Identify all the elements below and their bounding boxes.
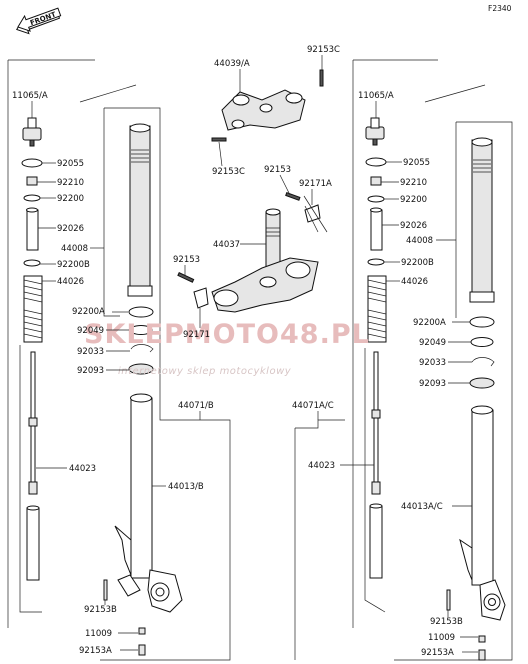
label-right-assy: 44071A/C xyxy=(292,401,334,411)
upper-triple-clamp xyxy=(211,69,324,142)
label-left-gasket: 11009 xyxy=(85,629,112,639)
front-badge: FRONT xyxy=(15,7,62,35)
label-right-washer: 92200 xyxy=(400,195,427,205)
label-left-circlip: 92033 xyxy=(77,347,104,357)
label-left-spacer: 92026 xyxy=(57,224,84,234)
label-left-bolt-b: 92153B xyxy=(84,605,117,615)
label-right-bolt-b: 92153B xyxy=(430,617,463,627)
label-left-spring: 44026 xyxy=(57,277,84,287)
right-fork-outline xyxy=(294,59,513,661)
label-right-spacer: 92026 xyxy=(400,221,427,231)
label-upper-bracket: 44039/A xyxy=(214,59,250,69)
center-labels: 44039/A 92153C 92153C 92153 92171A 44037… xyxy=(173,45,340,340)
left-fork-outline xyxy=(7,59,231,661)
label-left-washer-a: 92200A xyxy=(72,307,105,317)
left-seals xyxy=(128,306,154,375)
label-left-damper-rod: 44023 xyxy=(69,464,96,474)
label-right-circlip: 92033 xyxy=(419,358,446,368)
right-labels: 11065/A 92055 92210 92200 92026 44008 92… xyxy=(292,91,478,658)
label-right-washer-a: 92200A xyxy=(413,318,446,328)
label-left-nut: 92210 xyxy=(57,178,84,188)
left-fork-parts xyxy=(21,117,43,581)
right-fork-parts xyxy=(365,117,387,579)
front-badge-label: FRONT xyxy=(29,10,57,27)
watermark-brand: SKLEPMOTO48.PL xyxy=(84,319,370,350)
watermark-tagline: internetowy sklep motocyklowy xyxy=(118,366,292,377)
label-right-washer-b: 92200B xyxy=(401,258,434,268)
label-left-washer-b: 92200B xyxy=(57,260,90,270)
label-bolt-mid: 92153 xyxy=(264,165,291,175)
label-right-outer-tube: 44013A/C xyxy=(401,502,443,512)
label-right-damper-rod: 44023 xyxy=(308,461,335,471)
label-right-inner-tube: 44008 xyxy=(406,236,433,246)
label-bolt-left: 92153C xyxy=(212,167,245,177)
label-left-washer: 92200 xyxy=(57,194,84,204)
label-left-outer-tube: 44013/B xyxy=(168,482,204,492)
label-left-bolt-a: 92153A xyxy=(79,646,112,656)
left-inner-tube xyxy=(127,123,153,297)
right-seals xyxy=(469,316,495,389)
label-stem: 44037 xyxy=(213,240,240,250)
label-bolt-low: 92153 xyxy=(173,255,200,265)
label-left-dust-seal: 92093 xyxy=(77,366,104,376)
label-right-bolt-a: 92153A xyxy=(421,648,454,658)
left-labels: 11065/A 92055 92210 92200 92026 44008 92… xyxy=(12,91,214,656)
label-clamp: 92171A xyxy=(299,179,332,189)
label-right-oring: 92055 xyxy=(403,158,430,168)
label-right-spring: 44026 xyxy=(401,277,428,287)
label-right-dust-seal: 92093 xyxy=(419,379,446,389)
label-left-inner-tube: 44008 xyxy=(61,244,88,254)
lower-triple-clamp xyxy=(177,192,328,313)
label-left-assy: 44071/B xyxy=(178,401,214,411)
right-inner-tube xyxy=(469,137,495,303)
label-right-cap: 11065/A xyxy=(358,91,394,101)
label-right-seal: 92049 xyxy=(419,338,446,348)
label-left-cap: 11065/A xyxy=(12,91,48,101)
label-right-gasket: 11009 xyxy=(428,633,455,643)
watermark: SKLEPMOTO48.PL internetowy sklep motocyk… xyxy=(84,319,370,377)
label-clamp-low: 92171 xyxy=(183,330,210,340)
label-bolt-top: 92153C xyxy=(307,45,340,55)
left-outer-tube xyxy=(103,393,183,656)
label-left-seal: 92049 xyxy=(77,326,104,336)
diagram-code: F2340 xyxy=(488,4,512,13)
right-outer-tube xyxy=(446,405,506,661)
label-right-nut: 92210 xyxy=(400,178,427,188)
label-left-oring: 92055 xyxy=(57,159,84,169)
